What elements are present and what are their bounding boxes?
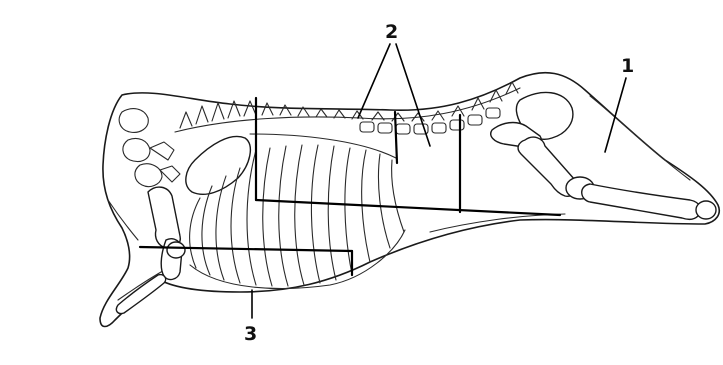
tibia-bone [582, 184, 701, 219]
neck-contour [108, 200, 138, 240]
leader-2b [396, 44, 430, 146]
leader-2a [358, 44, 390, 118]
neck-vertebrae [119, 109, 180, 187]
elbow-joint [167, 242, 185, 258]
label-2: 2 [385, 21, 398, 43]
label-3: 3 [244, 323, 257, 345]
foreshank-bone [116, 275, 165, 314]
cutline-loin-vertical-1 [395, 112, 397, 163]
spine-line [175, 88, 520, 132]
hock-joint [696, 201, 716, 219]
label-1: 1 [621, 55, 634, 77]
cutline-rib-horizontal [256, 200, 560, 215]
scapula-bone [186, 137, 251, 195]
leader-1 [605, 78, 626, 152]
